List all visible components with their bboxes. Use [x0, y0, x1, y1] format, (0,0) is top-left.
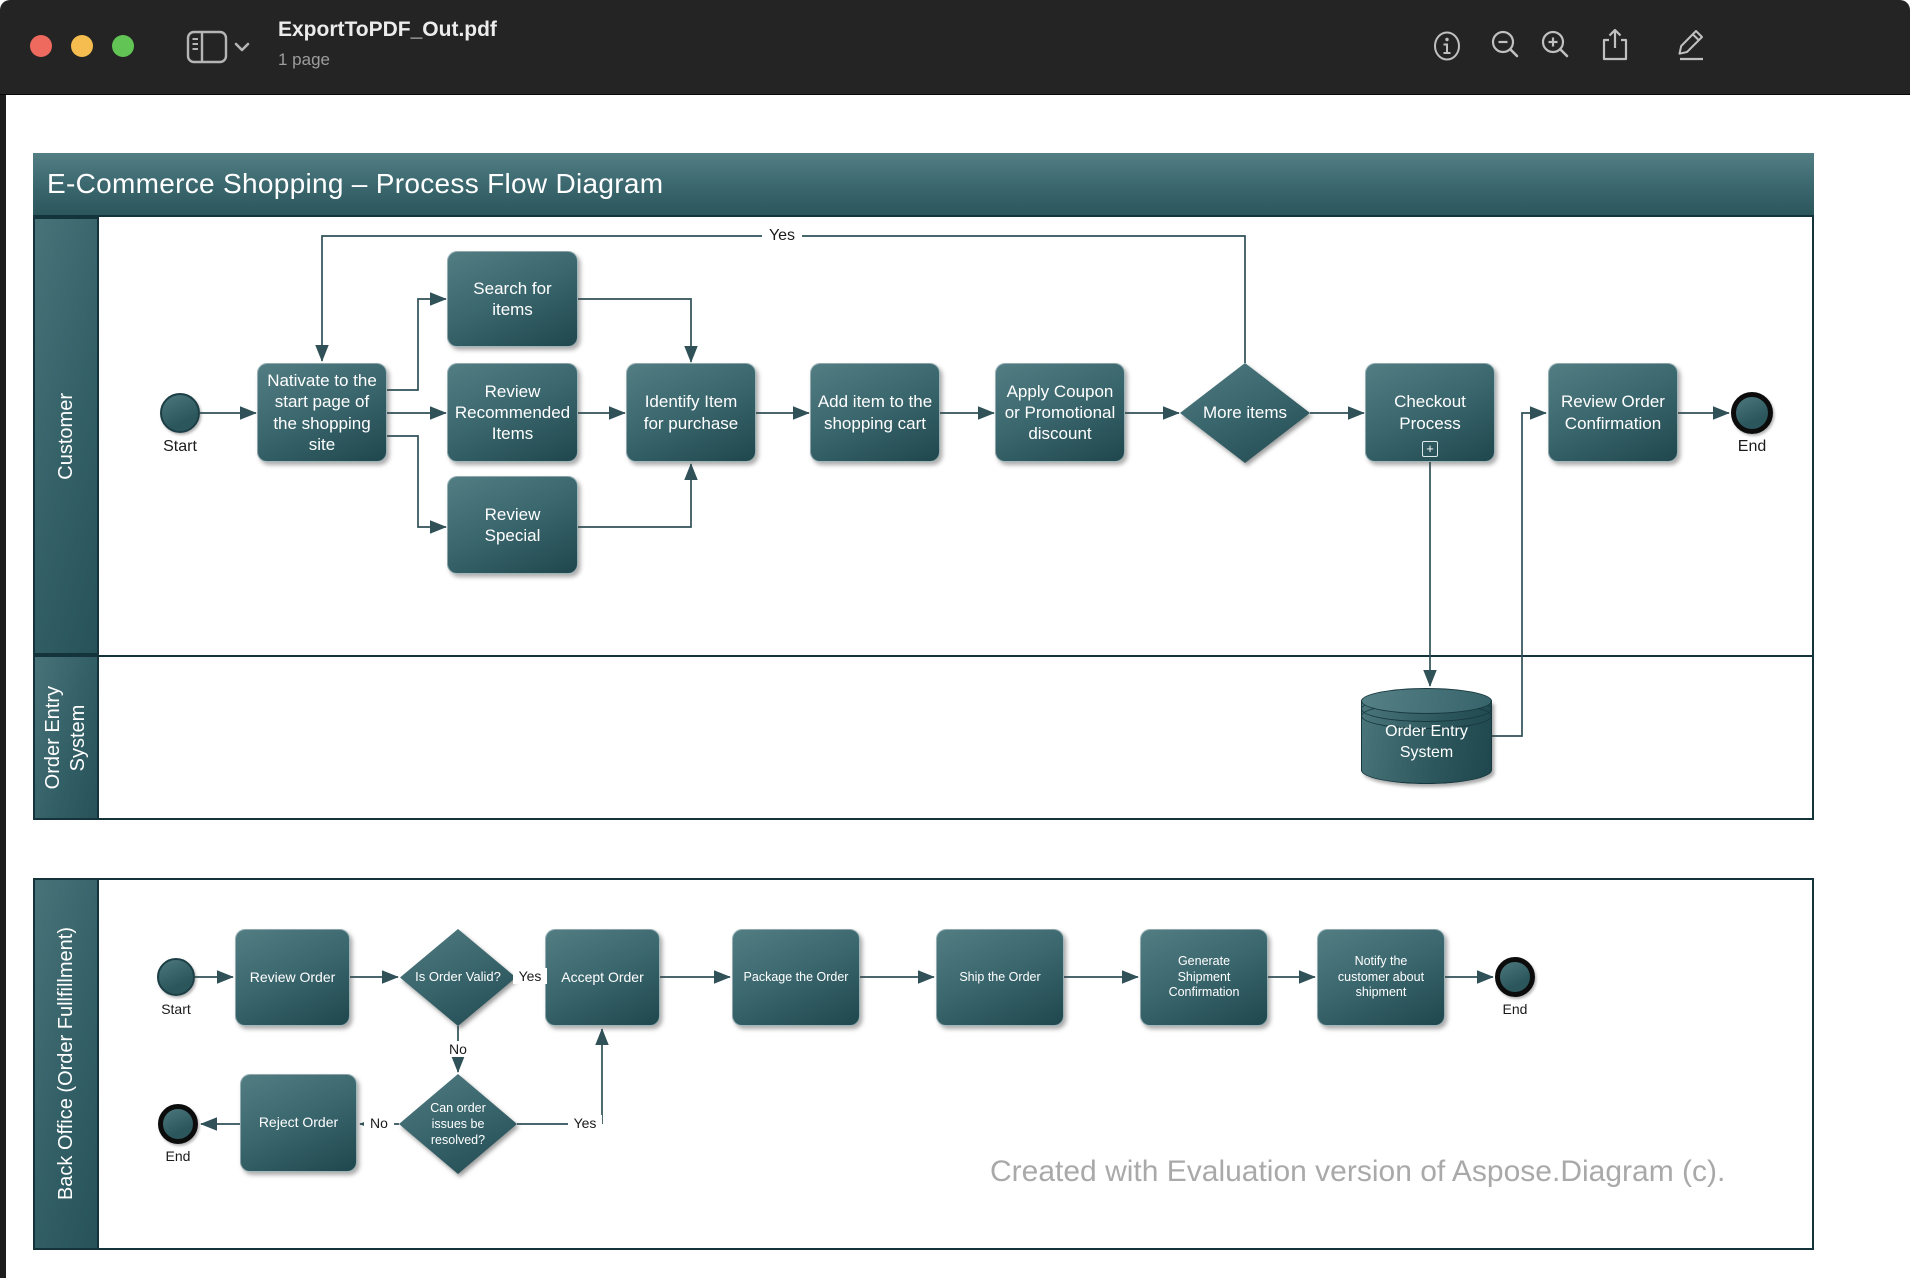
task-generate-confirmation: Generate Shipment Confirmation	[1140, 929, 1268, 1026]
share-icon	[1602, 28, 1628, 61]
task-add-item: Add item to the shopping cart	[810, 363, 940, 462]
lane-order-entry: Order Entry System	[33, 655, 99, 820]
start-event-customer	[160, 393, 200, 433]
end-reject-label: End	[165, 1148, 191, 1164]
pool-ecommerce	[33, 153, 1814, 820]
zoom-in-button[interactable]	[1536, 26, 1574, 66]
task-accept-order: Accept Order	[545, 929, 660, 1026]
diagram-title: E-Commerce Shopping – Process Flow Diagr…	[47, 168, 664, 199]
task-recommended: Review Recommended Items	[447, 363, 578, 462]
lane-customer: Customer	[33, 217, 99, 655]
edge-navigate-to-search	[387, 292, 447, 391]
task-package-order: Package the Order	[732, 929, 860, 1026]
sidebar-toggle-button[interactable]	[186, 28, 252, 66]
edge-label-loop-yes: Yes	[762, 227, 802, 245]
edge-label-valid-yes: Yes	[513, 968, 547, 984]
page-count: 1 page	[278, 50, 330, 69]
minimize-button[interactable]	[71, 35, 93, 57]
start2-label: Start	[161, 1001, 191, 1017]
edge-special-to-identify	[578, 463, 698, 528]
pool-title-band: E-Commerce Shopping – Process Flow Diagr…	[33, 153, 1814, 217]
window-left-edge	[0, 95, 6, 1278]
edge-search-to-identify	[578, 298, 698, 363]
fullscreen-button[interactable]	[112, 35, 134, 57]
database-label: Order Entry System	[1385, 723, 1468, 761]
task-checkout: Checkout Process +	[1365, 363, 1495, 462]
evaluation-watermark: Created with Evaluation version of Aspos…	[990, 1155, 1726, 1188]
lane-divider	[33, 655, 1814, 657]
end2-label: End	[1502, 1001, 1528, 1017]
start-event-backoffice	[157, 958, 195, 996]
task-review-confirmation: Review Order Confirmation	[1548, 363, 1678, 462]
titlebar: ExportToPDF_Out.pdf 1 page	[0, 0, 1910, 95]
task-search: Search for items	[447, 251, 578, 347]
markup-button[interactable]	[1672, 26, 1710, 66]
task-identify: Identify Item for purchase	[626, 363, 756, 462]
database-order-entry-system: Order Entry System	[1361, 688, 1492, 784]
task-notify-customer: Notify the customer about shipment	[1317, 929, 1445, 1026]
task-review-order: Review Order	[235, 929, 350, 1026]
gateway-is-order-valid: Is Order Valid?	[400, 929, 516, 1026]
edge-navigate-to-special	[387, 435, 447, 534]
chevron-down-icon	[234, 42, 250, 52]
end-event-reject	[158, 1104, 198, 1144]
edge-label-resolve-yes: Yes	[568, 1115, 602, 1131]
close-button[interactable]	[30, 35, 52, 57]
task-coupon: Apply Coupon or Promotional discount	[995, 363, 1125, 462]
end-event-backoffice	[1495, 957, 1535, 997]
end-event-label: End	[1737, 438, 1767, 455]
gateway-can-resolve: Can order issues be resolved?	[399, 1074, 517, 1174]
document-title: ExportToPDF_Out.pdf	[278, 18, 497, 41]
info-icon	[1434, 31, 1460, 61]
markup-pencil-icon	[1678, 30, 1703, 61]
info-button[interactable]	[1428, 26, 1466, 66]
task-ship-order: Ship the Order	[936, 929, 1064, 1026]
zoom-in-icon	[1541, 30, 1569, 58]
task-special: Review Special	[447, 476, 578, 574]
edge-label-resolve-no: No	[364, 1115, 394, 1131]
lane-back-office: Back Office (Order Fullfillment)	[33, 878, 99, 1250]
start-event-label: Start	[163, 438, 197, 455]
subprocess-marker-icon: +	[1422, 441, 1438, 457]
share-button[interactable]	[1596, 26, 1634, 66]
gateway-more-items: More items	[1180, 363, 1310, 463]
zoom-out-button[interactable]	[1486, 26, 1524, 66]
zoom-out-icon	[1491, 30, 1519, 58]
edge-label-valid-no: No	[443, 1041, 473, 1057]
sidebar-toggle-icon	[186, 30, 250, 64]
task-navigate: Nativate to the start page of the shoppi…	[257, 363, 387, 462]
edge-database-to-confirmation	[1492, 406, 1547, 737]
task-reject-order: Reject Order	[240, 1074, 357, 1172]
end-event-customer	[1731, 392, 1773, 434]
